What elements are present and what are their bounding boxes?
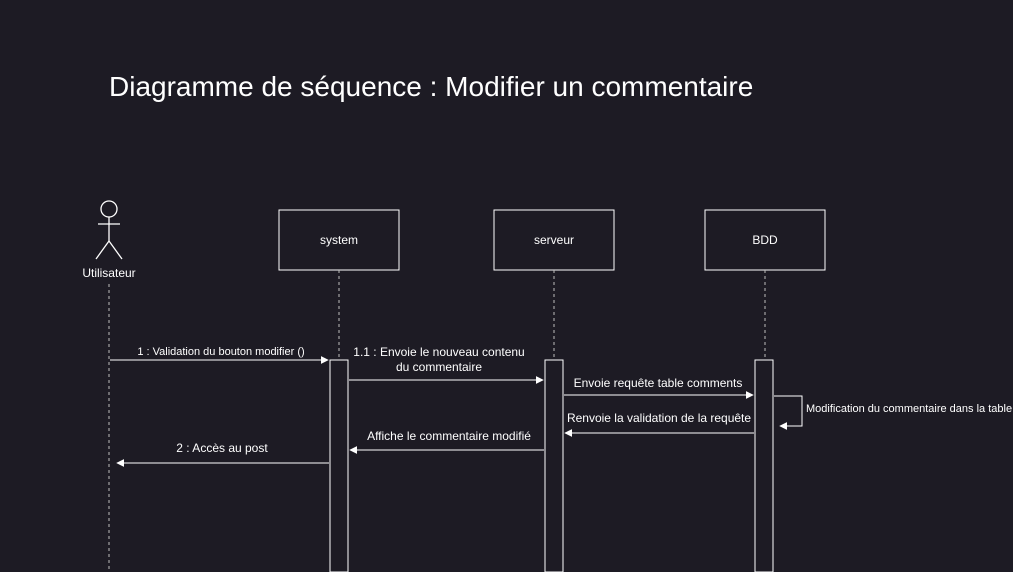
actor-label: Utilisateur — [82, 266, 135, 280]
actor-utilisateur: Utilisateur — [82, 200, 136, 280]
participant-system: system — [278, 209, 400, 271]
message-affiche-commentaire: Affiche le commentaire modifié — [349, 429, 544, 454]
participant-system-label: system — [320, 233, 358, 247]
activation-bdd — [754, 359, 774, 572]
activation-system — [329, 359, 349, 572]
message-envoie-contenu-label-line2: du commentaire — [396, 360, 482, 374]
message-acces-post: 2 : Accès au post — [116, 441, 329, 467]
message-envoie-contenu: 1.1 : Envoie le nouveau contenu du comme… — [349, 345, 544, 384]
participant-bdd: BDD — [704, 209, 826, 271]
message-renvoie-validation: Renvoie la validation de la requête — [564, 411, 754, 437]
message-modification-self: Modification du commentaire dans la tabl… — [774, 395, 1012, 430]
message-affiche-commentaire-label: Affiche le commentaire modifié — [367, 429, 531, 443]
message-validation-bouton-label: 1 : Validation du bouton modifier () — [137, 346, 304, 358]
diagram-title: Diagramme de séquence : Modifier un comm… — [109, 71, 753, 102]
actor-right-leg — [108, 240, 123, 260]
message-renvoie-validation-label: Renvoie la validation de la requête — [567, 411, 751, 425]
actor-left-leg — [95, 240, 110, 260]
message-envoie-contenu-label-line1: 1.1 : Envoie le nouveau contenu — [353, 345, 524, 359]
message-envoie-requete-label: Envoie requête table comments — [574, 376, 743, 390]
participant-serveur-label: serveur — [534, 233, 574, 247]
message-validation-bouton: 1 : Validation du bouton modifier () — [110, 346, 329, 364]
message-envoie-requete: Envoie requête table comments — [564, 376, 754, 399]
actor-head — [100, 200, 118, 218]
message-modification-self-label: Modification du commentaire dans la tabl… — [806, 403, 1012, 415]
message-acces-post-label: 2 : Accès au post — [176, 441, 268, 455]
participant-serveur: serveur — [493, 209, 615, 271]
activation-serveur — [544, 359, 564, 572]
participant-bdd-label: BDD — [752, 233, 778, 247]
